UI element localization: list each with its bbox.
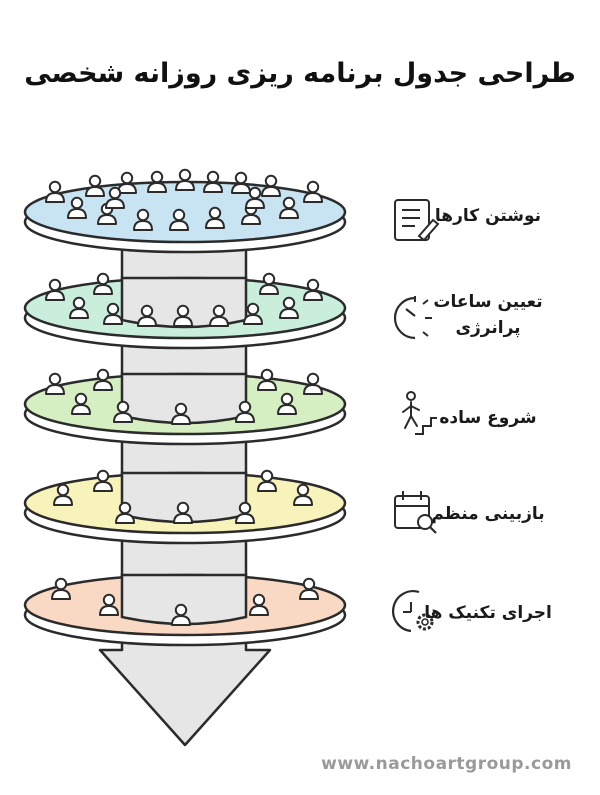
page-title: طراحی جدول برنامه ریزی روزانه شخصی [24,58,576,89]
step-label-2: تعیین ساعات پرانرژی [433,292,543,338]
disc-layer-5 [23,573,347,647]
disc-layer-3 [23,368,347,446]
stopwatch-icon [393,296,432,340]
disc-layer-1 [23,168,347,254]
person-icon [175,168,195,191]
calendar-search-icon [394,491,437,534]
step-label-5: اجرای تکنیک ها [424,603,552,623]
step-label-1: نوشتن کارها [434,206,542,226]
footer-url: www.nachoartgroup.com [321,754,572,774]
disc-layer-2 [23,272,347,350]
step-label-3: شروع ساده [439,408,537,428]
step-label-4: بازبینی منظم [431,504,545,524]
clock-gear-icon [392,590,434,633]
checklist-pen-icon [394,199,440,242]
person-climbing-stairs-icon [402,391,437,435]
disc-layer-4 [23,469,347,545]
